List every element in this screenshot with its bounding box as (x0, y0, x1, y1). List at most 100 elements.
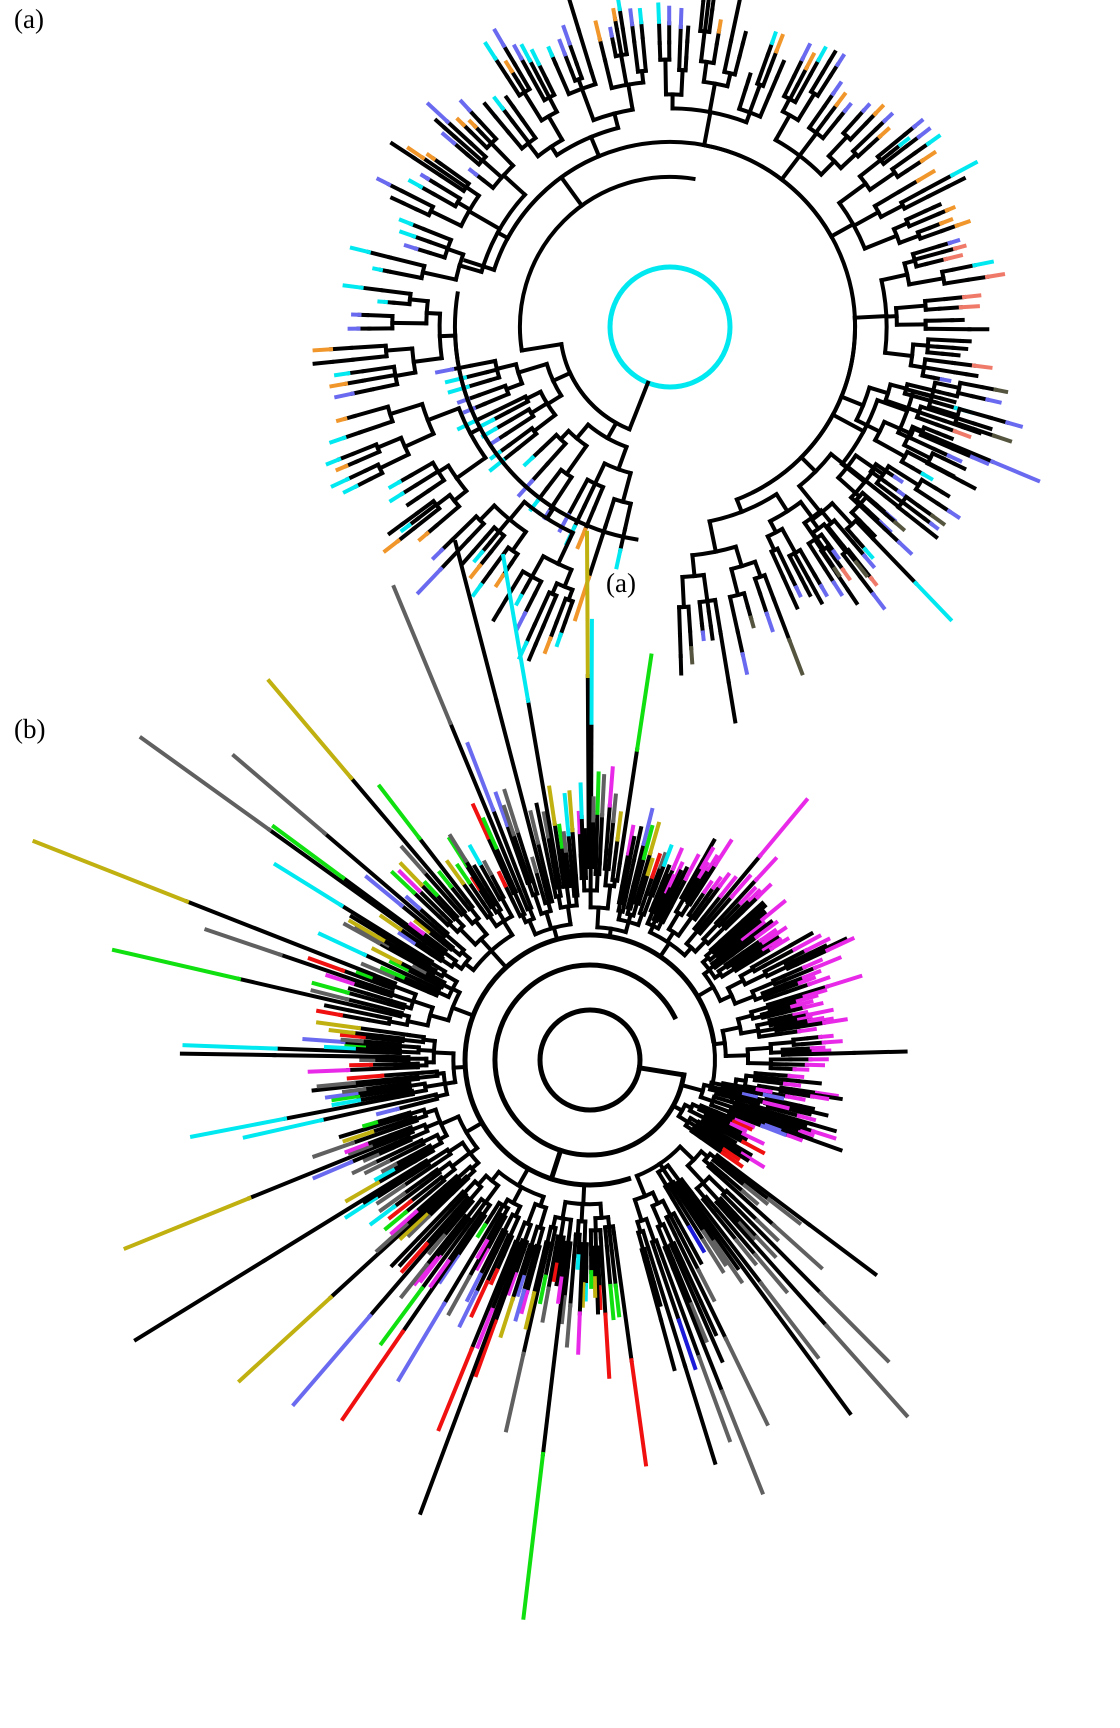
tree-branch (734, 496, 745, 515)
tree-leaf (347, 1143, 374, 1157)
tree-arc (728, 559, 758, 572)
tree-branch (544, 467, 564, 492)
tree-leaf (834, 53, 847, 68)
tree-branch (640, 1228, 651, 1250)
tree-branch (411, 505, 443, 532)
tree-leaf (496, 870, 508, 889)
tree-leaf (488, 436, 501, 447)
tree-leaf (503, 94, 517, 111)
tree-leaf (949, 352, 961, 358)
tree-leaf (748, 615, 756, 629)
tree-branch (934, 422, 958, 434)
tree-leaf (311, 1083, 358, 1093)
tree-leaf (673, 865, 690, 892)
tree-leaf (831, 566, 842, 578)
tree-leaf (883, 493, 899, 508)
tree-branch (761, 986, 786, 999)
tree-branch (390, 1083, 412, 1091)
tree-arc (727, 590, 747, 600)
tree-branch (781, 1005, 807, 1016)
tree-leaf (603, 1312, 612, 1379)
tree-branch (706, 883, 723, 904)
tree-branch (647, 879, 658, 897)
tree-leaf (833, 91, 848, 108)
tree-branch (560, 1199, 568, 1221)
tree-branch (725, 977, 746, 991)
tree-branch (522, 1222, 534, 1244)
tree-leaf (511, 43, 525, 62)
panel-a-label: (a) (14, 4, 44, 34)
tree-branch (579, 86, 597, 123)
tree-leaf (700, 1237, 726, 1274)
tree-branch (830, 411, 867, 435)
tree-branch (787, 82, 801, 102)
tree-branch (752, 1077, 771, 1084)
tree-leaf (791, 933, 823, 953)
tree-leaf (815, 45, 828, 63)
tree-branch (728, 0, 742, 44)
tree-leaf (634, 653, 654, 752)
tree-branch (413, 246, 432, 256)
tree-branch (565, 1217, 574, 1246)
tree-branch (677, 632, 683, 659)
tree-leaf (483, 41, 499, 62)
tree-leaf (876, 126, 892, 140)
tree-leaf (925, 133, 942, 147)
tree-leaf (430, 546, 445, 561)
tree-branch (528, 400, 550, 416)
tree-branch (777, 1108, 802, 1119)
tree-branch (415, 1201, 454, 1241)
tree-leaf (547, 785, 557, 827)
tree-leaf (272, 861, 345, 909)
tree-branch (467, 1184, 484, 1203)
tree-leaf (760, 925, 788, 946)
tree-leaf (370, 946, 403, 966)
tree-leaf (465, 741, 496, 813)
tree-branch (544, 440, 569, 467)
tree-leaf (526, 641, 539, 662)
tree-branch (791, 550, 812, 582)
tree-leaf (405, 495, 421, 508)
tree-branch (438, 536, 472, 572)
tree-branch (562, 1264, 571, 1300)
tree-branch (392, 1153, 414, 1168)
tree-branch (768, 548, 786, 580)
tree-branch (419, 1170, 443, 1189)
tree-leaf (683, 853, 701, 882)
tree-branch (939, 223, 960, 234)
tree-leaf (477, 417, 496, 430)
tree-branch (677, 45, 683, 73)
tree-branch (711, 41, 720, 66)
tree-branch (736, 86, 749, 112)
tree-branch (397, 1043, 421, 1050)
tree-branch (340, 875, 431, 944)
tree-leaf (780, 1116, 808, 1129)
tree-branch (511, 889, 527, 917)
tree-branch (710, 1120, 734, 1135)
tree-branch (273, 1046, 390, 1055)
tree-branch (936, 344, 956, 351)
tree-branch (393, 1061, 420, 1067)
tree-branch (522, 591, 538, 616)
tree-branch (581, 1182, 587, 1207)
tree-leaf (133, 1257, 267, 1343)
tree-leaf (541, 811, 551, 839)
tree-branch (891, 220, 911, 232)
tree-branch (765, 996, 789, 1008)
tree-branch (776, 947, 809, 968)
tree-branch (724, 70, 733, 89)
tree-branch (407, 1081, 427, 1089)
tree-branch (391, 300, 412, 307)
tree-branch (531, 1244, 542, 1270)
tree-branch (795, 90, 818, 123)
tree-branch (683, 928, 701, 947)
tree-branch (663, 57, 669, 97)
tree-branch (487, 528, 502, 545)
tree-branch (721, 1093, 745, 1103)
tree-leaf (371, 266, 384, 273)
tree-leaf (795, 1078, 822, 1086)
tree-branch (503, 413, 536, 437)
tree-leaf (861, 552, 877, 570)
tree-branch (766, 74, 780, 99)
tree-branch (857, 574, 877, 597)
